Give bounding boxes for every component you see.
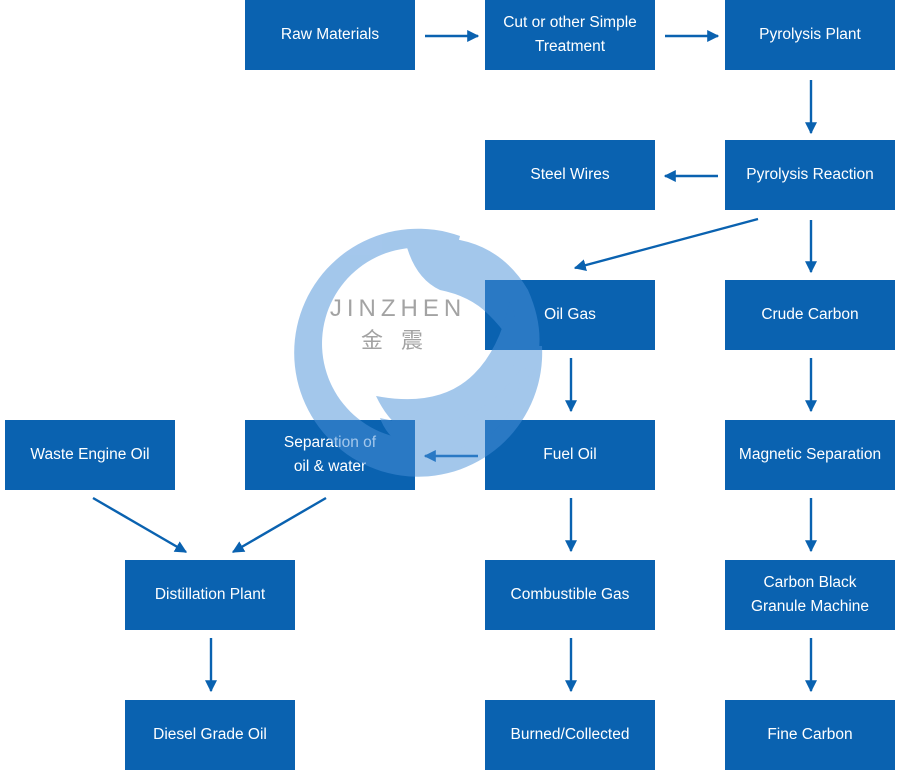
watermark-chinese-text: 金 震 — [361, 328, 429, 353]
node-label: Distillation Plant — [154, 586, 266, 603]
node-separation-oil-water: Separation of oil & water — [245, 420, 415, 490]
node-label: Fuel Oil — [543, 446, 597, 463]
node-label: Oil Gas — [544, 306, 596, 323]
node-fine-carbon: Fine Carbon — [725, 700, 895, 770]
node-label: Waste Engine Oil — [30, 446, 150, 463]
node-pyrolysis-reaction: Pyrolysis Reaction — [725, 140, 895, 210]
node-label: Carbon Black Granule Machine — [750, 574, 870, 615]
arrow-reaction-to-oilgas — [573, 217, 759, 272]
arrow-waste-to-distillation — [92, 496, 188, 554]
node-pyrolysis-plant: Pyrolysis Plant — [725, 0, 895, 70]
node-label: Cut or other Simple Treatment — [503, 14, 637, 55]
node-raw-materials: Raw Materials — [245, 0, 415, 70]
node-magnetic-separation: Magnetic Separation — [725, 420, 895, 490]
node-label: Burned/Collected — [510, 726, 630, 743]
node-steel-wires: Steel Wires — [485, 140, 655, 210]
watermark-brand-text: JINZHEN — [330, 295, 466, 322]
node-oil-gas: Oil Gas — [485, 280, 655, 350]
node-waste-engine-oil: Waste Engine Oil — [5, 420, 175, 490]
node-burned-collected: Burned/Collected — [485, 700, 655, 770]
node-label: Magnetic Separation — [738, 446, 882, 463]
node-label: Fine Carbon — [767, 726, 853, 743]
node-distillation-plant: Distillation Plant — [125, 560, 295, 630]
node-carbon-black-granule: Carbon Black Granule Machine — [725, 560, 895, 630]
node-combustible-gas: Combustible Gas — [485, 560, 655, 630]
arrow-separation-to-distillation — [231, 496, 327, 554]
node-label: Steel Wires — [530, 166, 610, 183]
node-cut-treatment: Cut or other Simple Treatment — [485, 0, 655, 70]
node-label: Combustible Gas — [510, 586, 630, 603]
node-fuel-oil: Fuel Oil — [485, 420, 655, 490]
node-label: Pyrolysis Plant — [759, 26, 861, 43]
node-label: Separation of oil & water — [283, 434, 377, 475]
node-label: Pyrolysis Reaction — [746, 166, 874, 183]
node-crude-carbon: Crude Carbon — [725, 280, 895, 350]
node-label: Raw Materials — [280, 26, 380, 43]
node-label: Crude Carbon — [761, 306, 859, 323]
node-label: Diesel Grade Oil — [153, 726, 267, 743]
node-diesel-grade-oil: Diesel Grade Oil — [125, 700, 295, 770]
